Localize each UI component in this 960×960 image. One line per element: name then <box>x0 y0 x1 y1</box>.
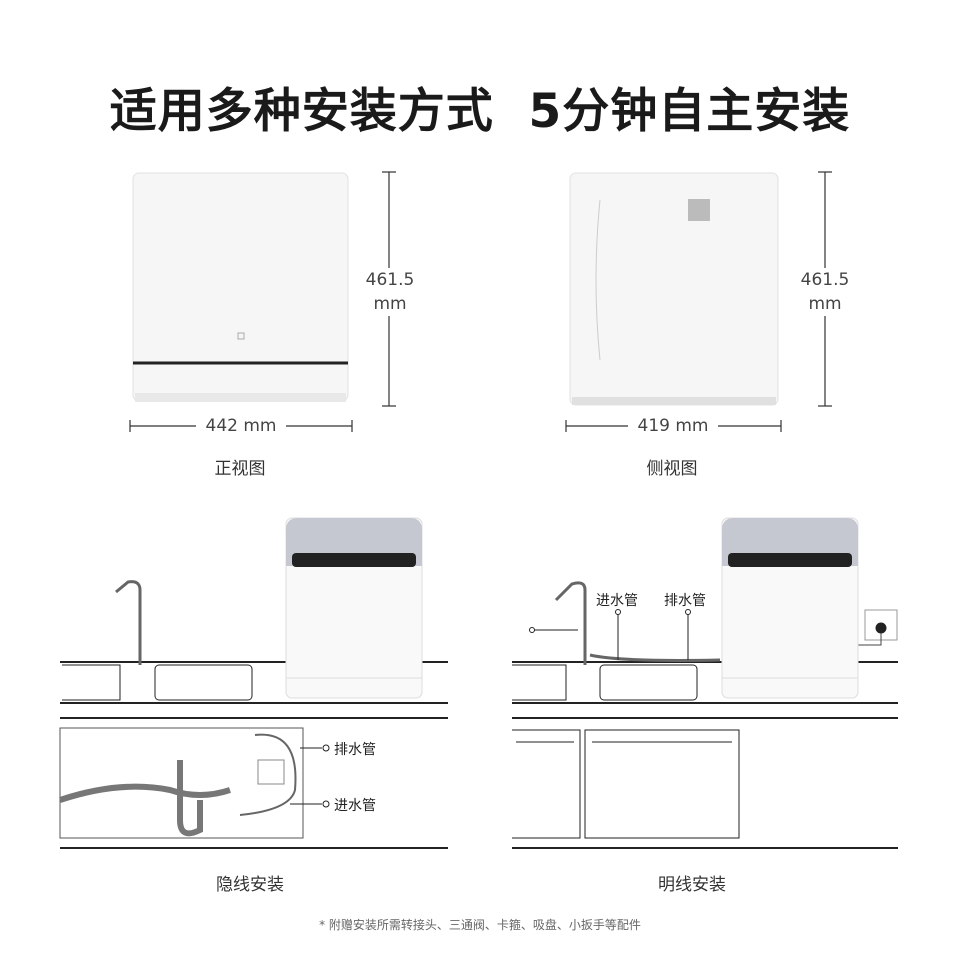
side-width-dimension: 419 mm <box>628 414 718 438</box>
side-height-unit: mm <box>808 294 842 314</box>
front-height-dimension: 461.5 mm <box>355 268 425 316</box>
exposed-install-scene <box>512 581 898 849</box>
exposed-install-caption: 明线安装 <box>658 875 726 895</box>
hidden-inlet-label: 进水管 <box>334 798 376 814</box>
front-width-dimension: 442 mm <box>196 414 286 438</box>
front-view-dishwasher <box>132 172 349 402</box>
side-view-dishwasher <box>569 172 779 406</box>
side-height-dimension: 461.5 mm <box>790 268 860 316</box>
hidden-drain-label: 排水管 <box>334 742 376 758</box>
exposed-inlet-label: 进水管 <box>596 593 638 609</box>
hidden-install-caption: 隐线安装 <box>216 875 284 895</box>
hidden-install-dishwasher <box>285 517 423 699</box>
side-height-value: 461.5 <box>800 270 850 290</box>
side-view-caption: 侧视图 <box>646 459 698 479</box>
exposed-install-dishwasher <box>721 517 859 699</box>
exposed-drain-label: 排水管 <box>664 593 706 609</box>
front-height-unit: mm <box>373 294 407 314</box>
footnote: * 附赠安装所需转接头、三通阀、卡箍、吸盘、小扳手等配件 <box>319 918 641 932</box>
front-height-value: 461.5 <box>365 270 415 290</box>
front-view-caption: 正视图 <box>214 459 266 479</box>
page-title: 适用多种安装方式 5分钟自主安装 <box>109 84 851 139</box>
hidden-install-scene <box>59 580 448 849</box>
